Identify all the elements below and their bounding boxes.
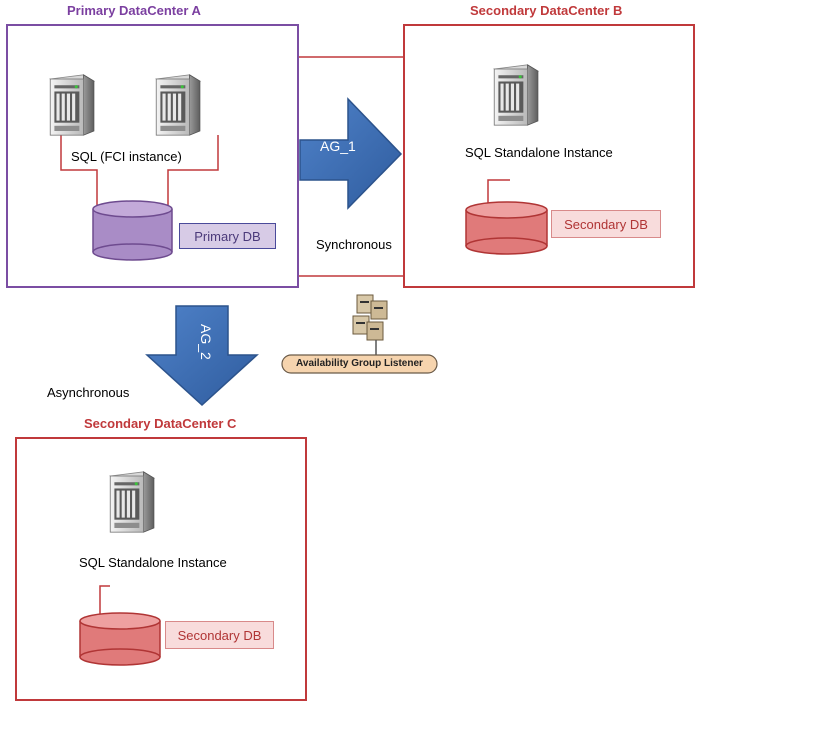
- ag2-label: AG_2: [198, 324, 214, 360]
- synchronous-label: Synchronous: [316, 237, 392, 252]
- secondary-datacenter-b-box: [403, 24, 695, 288]
- listener-servers-icon: [352, 294, 388, 356]
- ag2-arrow-icon: [145, 305, 259, 407]
- ag1-arrow-icon: [299, 97, 403, 210]
- primary-datacenter-a-title: Primary DataCenter A: [67, 3, 201, 18]
- primary-db-label: Primary DB: [179, 223, 276, 249]
- listener-label: Availability Group Listener: [296, 358, 423, 369]
- primary-datacenter-a-box: [6, 24, 299, 288]
- secondary-datacenter-c-title: Secondary DataCenter C: [84, 416, 237, 431]
- asynchronous-label: Asynchronous: [47, 385, 130, 400]
- wire-node2-db: [167, 135, 219, 215]
- wire-c-db: [99, 585, 110, 622]
- server-icon-a2: [155, 74, 201, 136]
- ag1-label: AG_1: [320, 138, 356, 154]
- server-icon-a1: [49, 74, 95, 136]
- secondary-db-c-label: Secondary DB: [165, 621, 274, 649]
- secondary-db-b-cylinder-icon: [465, 201, 548, 255]
- wire-node1-db: [60, 135, 98, 215]
- listener-pill-shape: [281, 354, 438, 374]
- server-icon-c: [109, 471, 155, 533]
- secondary-db-c-cylinder-icon: [79, 612, 161, 666]
- b-instance-label: SQL Standalone Instance: [465, 145, 613, 160]
- server-icon-b: [493, 64, 539, 126]
- secondary-db-b-label: Secondary DB: [551, 210, 661, 238]
- c-instance-label: SQL Standalone Instance: [79, 555, 227, 570]
- primary-db-cylinder-icon: [92, 200, 173, 261]
- fci-instance-label: SQL (FCI instance): [71, 149, 182, 164]
- wire-b-db: [487, 179, 510, 210]
- secondary-datacenter-b-title: Secondary DataCenter B: [470, 3, 623, 18]
- secondary-datacenter-c-box: [15, 437, 307, 701]
